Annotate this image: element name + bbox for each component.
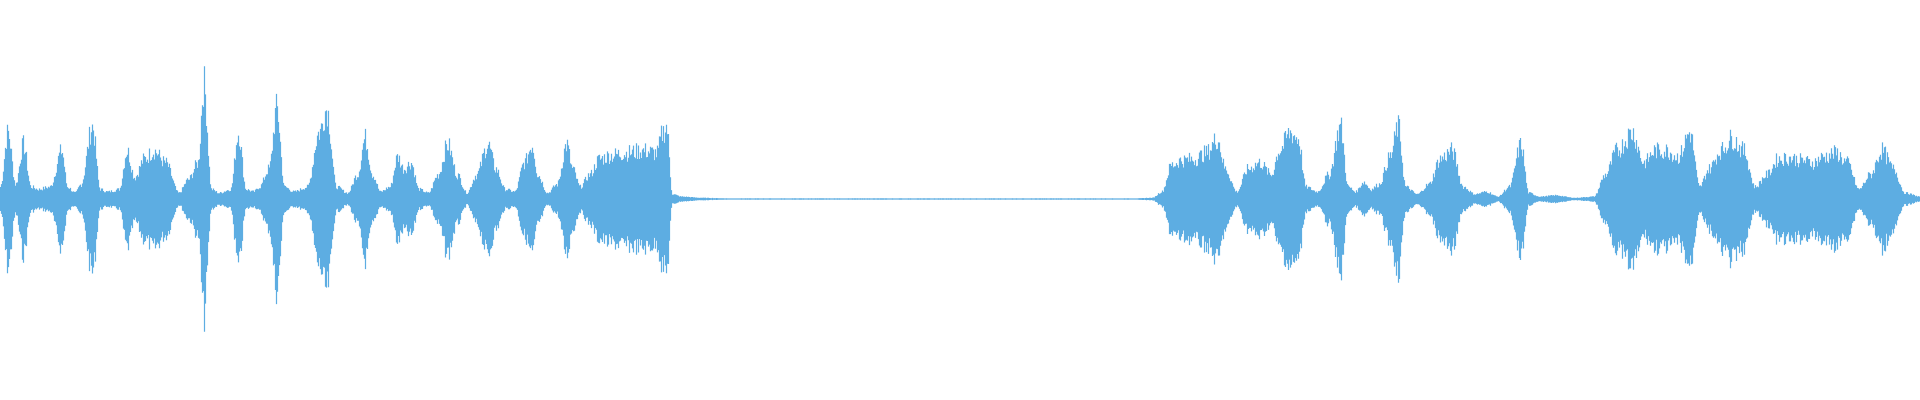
waveform-bars — [0, 66, 1920, 332]
